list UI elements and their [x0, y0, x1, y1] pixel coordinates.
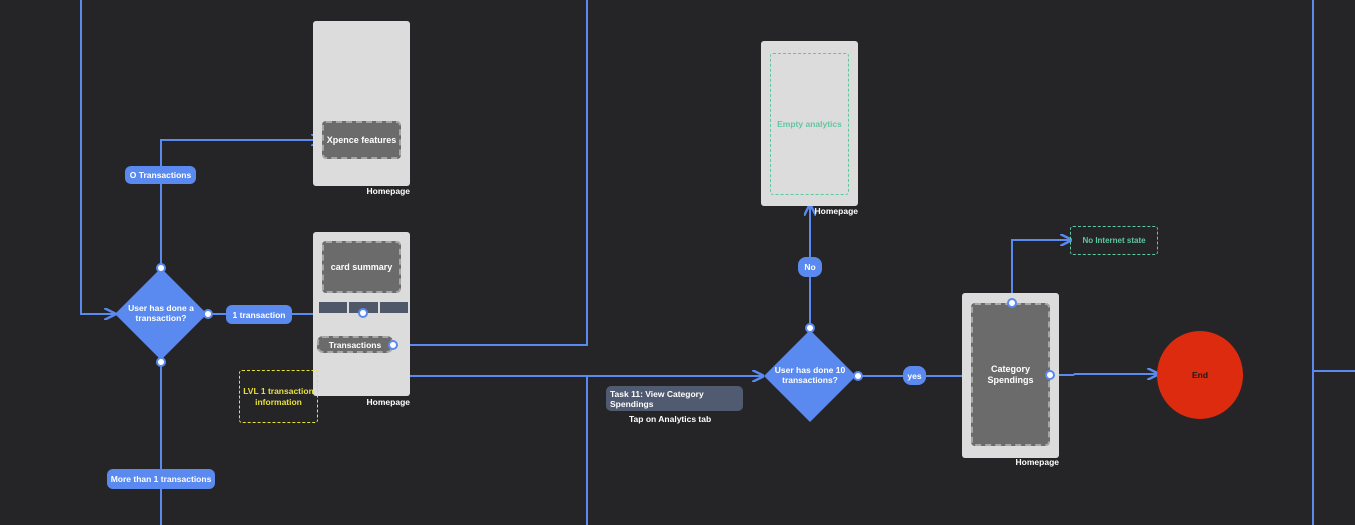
left-swimlane-line — [80, 0, 115, 314]
transactions-button[interactable]: Transactions — [317, 336, 393, 353]
decision-diamond-ten-transactions — [764, 330, 856, 422]
end-node: End — [1157, 331, 1243, 419]
more-than-one-label: More than 1 transactions — [107, 469, 215, 489]
tab-bar-item[interactable] — [349, 302, 378, 313]
lvl1-info-note: LVL 1 transaction information — [239, 370, 318, 423]
decision-ten-transactions-label: User has done 10 transactions? — [774, 365, 846, 385]
line-zero-transactions — [160, 140, 322, 268]
yes-label: yes — [903, 366, 926, 385]
tab-bar-item[interactable] — [379, 302, 408, 313]
homepage-caption-2: Homepage — [366, 397, 410, 407]
no-internet-note: No Internet state — [1070, 226, 1158, 255]
line-divider-top — [393, 0, 588, 346]
homepage-caption-1: Homepage — [366, 186, 410, 196]
decision-diamond-transaction — [115, 268, 207, 360]
homepage-caption-4: Homepage — [1015, 457, 1059, 467]
xpence-features-box[interactable]: Xpence features — [322, 121, 401, 159]
homepage-screen-3[interactable] — [761, 41, 858, 206]
tab-bar-item[interactable] — [319, 302, 348, 313]
zero-transactions-label: O Transactions — [125, 166, 196, 184]
homepage-caption-3: Homepage — [814, 206, 858, 216]
one-transaction-label: 1 transaction — [226, 305, 292, 324]
line-to-end — [1050, 374, 1158, 375]
decision-transaction-label: User has done a transaction? — [128, 303, 194, 323]
no-label: No — [798, 257, 822, 277]
task-subtitle: Tap on Analytics tab — [629, 414, 712, 424]
line-no-internet — [1011, 240, 1071, 303]
empty-analytics-placeholder: Empty analytics — [770, 53, 849, 195]
tab-bar[interactable] — [319, 302, 408, 313]
task-box: Task 11: View Category Spendings — [606, 386, 743, 411]
card-summary-box[interactable]: card summary — [322, 241, 401, 293]
